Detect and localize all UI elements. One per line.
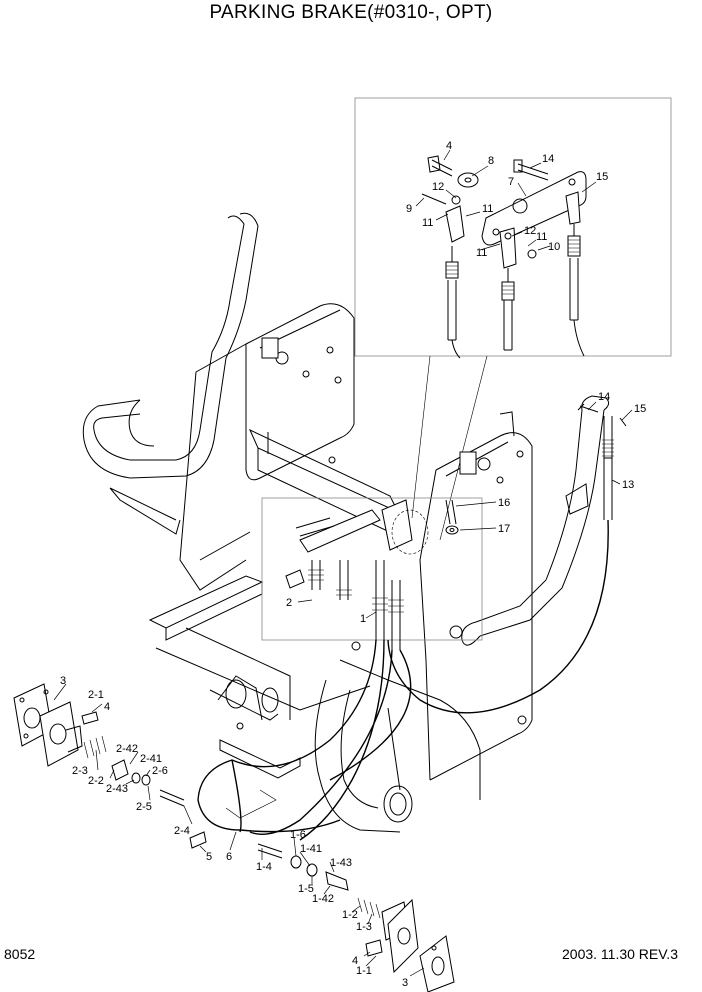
- callout-2-4: 2-4: [174, 825, 190, 837]
- page-code: 8052: [4, 946, 36, 962]
- callout-2-41: 2-41: [140, 753, 162, 765]
- callout-labels: 4 8 14 7 15 12 9 11 11 12 11 11 10 14 15…: [60, 140, 646, 989]
- callout-11-a: 11: [422, 217, 433, 229]
- callout-1-42: 1-42: [312, 893, 334, 905]
- callout-11-b: 11: [482, 203, 493, 215]
- callout-1: 1: [360, 613, 366, 625]
- callout-1-4: 1-4: [256, 861, 272, 873]
- brake-assembly-left: [13, 683, 207, 849]
- callout-3-left: 3: [60, 675, 66, 687]
- callout-7: 7: [508, 176, 514, 188]
- callout-1-5: 1-5: [298, 883, 314, 895]
- callout-1-1: 1-1: [356, 965, 372, 977]
- callout-3-right: 3: [402, 977, 408, 989]
- callout-6: 6: [226, 851, 232, 863]
- callout-1-43: 1-43: [330, 857, 352, 869]
- callout-4-left: 4: [104, 701, 110, 713]
- detail-inset: [354, 97, 672, 541]
- callout-12-a: 12: [432, 181, 444, 193]
- callout-9: 9: [406, 203, 412, 215]
- callout-13: 13: [622, 479, 634, 491]
- callout-2-1: 2-1: [88, 689, 104, 701]
- callout-14-inset: 14: [542, 153, 554, 165]
- callout-1-3: 1-3: [356, 921, 372, 933]
- callout-14: 14: [598, 391, 610, 403]
- callout-1-6: 1-6: [290, 829, 306, 841]
- callout-4-right: 4: [352, 955, 358, 967]
- callout-15: 15: [634, 403, 646, 415]
- callout-17: 17: [498, 523, 510, 535]
- callout-10: 10: [548, 241, 560, 253]
- brake-assembly-right: [257, 843, 455, 992]
- callout-2-3: 2-3: [72, 765, 88, 777]
- callout-4-inset: 4: [446, 140, 452, 152]
- callout-16: 16: [498, 497, 510, 509]
- callout-5: 5: [206, 851, 212, 863]
- callout-11-c: 11: [476, 247, 487, 259]
- callout-2-5: 2-5: [136, 801, 152, 813]
- callout-2: 2: [286, 597, 292, 609]
- callout-2-2: 2-2: [88, 775, 104, 787]
- leader-lines: [53, 401, 633, 977]
- callout-1-2: 1-2: [342, 909, 358, 921]
- page-title: PARKING BRAKE(#0310-, OPT): [209, 2, 493, 23]
- callout-2-6: 2-6: [152, 765, 168, 777]
- main-frame: [82, 212, 627, 833]
- callout-12-b: 12: [524, 225, 536, 237]
- callout-15-inset: 15: [596, 171, 608, 183]
- callout-8: 8: [488, 155, 494, 167]
- callout-11-d: 11: [536, 231, 547, 243]
- callout-1-41: 1-41: [300, 843, 322, 855]
- brake-cables: [197, 519, 609, 841]
- callout-2-42: 2-42: [116, 743, 138, 755]
- callout-2-43: 2-43: [106, 783, 128, 795]
- revision-date: 2003. 11.30 REV.3: [562, 946, 678, 962]
